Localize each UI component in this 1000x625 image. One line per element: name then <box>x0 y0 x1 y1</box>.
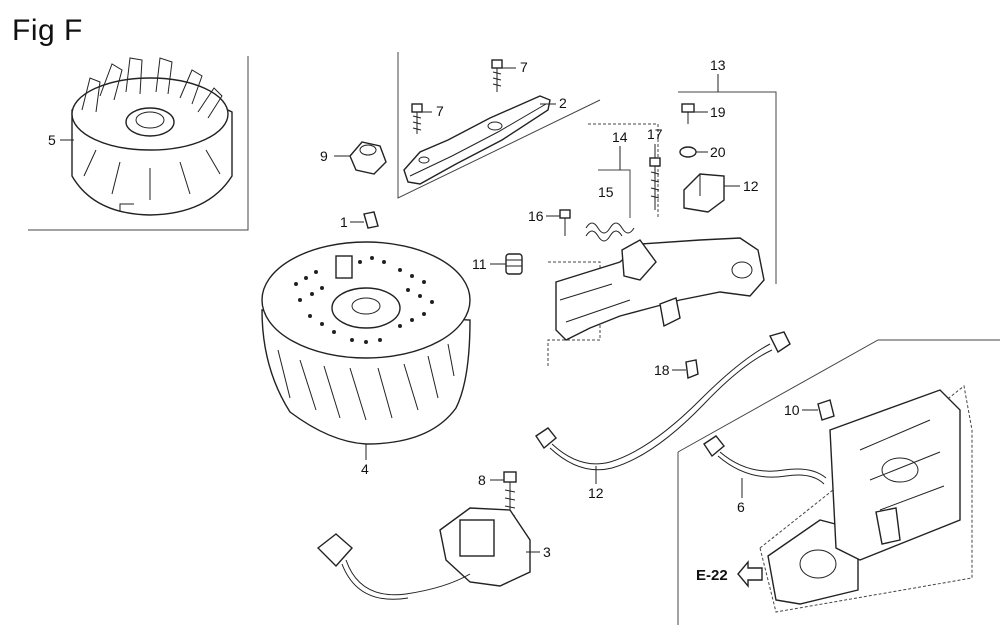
cable-part-6 <box>703 435 827 485</box>
bolt-part-7a <box>491 59 503 92</box>
callout-14: 13 <box>710 57 726 73</box>
control-bracket-assembly <box>547 237 765 368</box>
figure-title: Fig F <box>12 14 83 47</box>
callout-13: 12 <box>743 178 759 194</box>
callout-12: 12 <box>588 485 604 501</box>
ignition-coil-part-3 <box>316 507 531 600</box>
inset-frame-15 <box>588 123 659 218</box>
screw-part-20 <box>681 103 695 124</box>
flywheel-part-5 <box>71 57 233 216</box>
callout-1: 1 <box>340 214 348 230</box>
callout-17: 16 <box>528 208 544 224</box>
inset-frame-14 <box>678 91 777 284</box>
callout-8: 8 <box>478 472 486 488</box>
clip-part-10 <box>817 399 835 421</box>
callout-19: 18 <box>654 362 670 378</box>
spring-part-16 <box>585 222 635 242</box>
callout-3: 3 <box>543 544 551 560</box>
inset-frame-bracket <box>397 52 601 199</box>
callout-9: 9 <box>320 148 328 164</box>
callout-21: 20 <box>710 144 726 160</box>
callout-11: 11 <box>472 256 487 272</box>
engine-side-assembly <box>759 385 973 613</box>
bolt-part-18 <box>649 157 661 210</box>
callout-2: 2 <box>559 95 567 111</box>
clamp-part-19 <box>685 359 699 379</box>
bolt-part-7b <box>411 103 423 134</box>
flywheel-part-4 <box>261 241 471 445</box>
callout-4: 4 <box>361 461 369 477</box>
cable-part-12 <box>535 331 791 471</box>
callout-15: 14 <box>612 129 628 145</box>
nut-part-9 <box>349 141 387 175</box>
callout-7b: 7 <box>436 103 444 119</box>
inset-frame-e22 <box>677 339 1000 453</box>
callout-6: 6 <box>737 499 745 515</box>
callout-18: 17 <box>647 126 663 142</box>
callout-5: 5 <box>48 132 56 148</box>
spacer-part-11 <box>505 253 523 275</box>
inset-frame-16 <box>598 169 631 218</box>
bracket-part-2 <box>403 95 551 185</box>
key-part-1 <box>363 211 379 229</box>
washer-part-21 <box>679 146 697 158</box>
switch-part-13 <box>683 173 725 213</box>
callout-10: 10 <box>784 402 800 418</box>
callout-16: 15 <box>598 184 614 200</box>
callout-7a: 7 <box>520 59 528 75</box>
reference-e22-label: E-22 <box>696 567 728 584</box>
reference-arrow-icon <box>737 560 763 588</box>
inset-frame-flywheel <box>28 56 249 231</box>
callout-20: 19 <box>710 104 726 120</box>
bolt-part-17 <box>559 209 571 236</box>
